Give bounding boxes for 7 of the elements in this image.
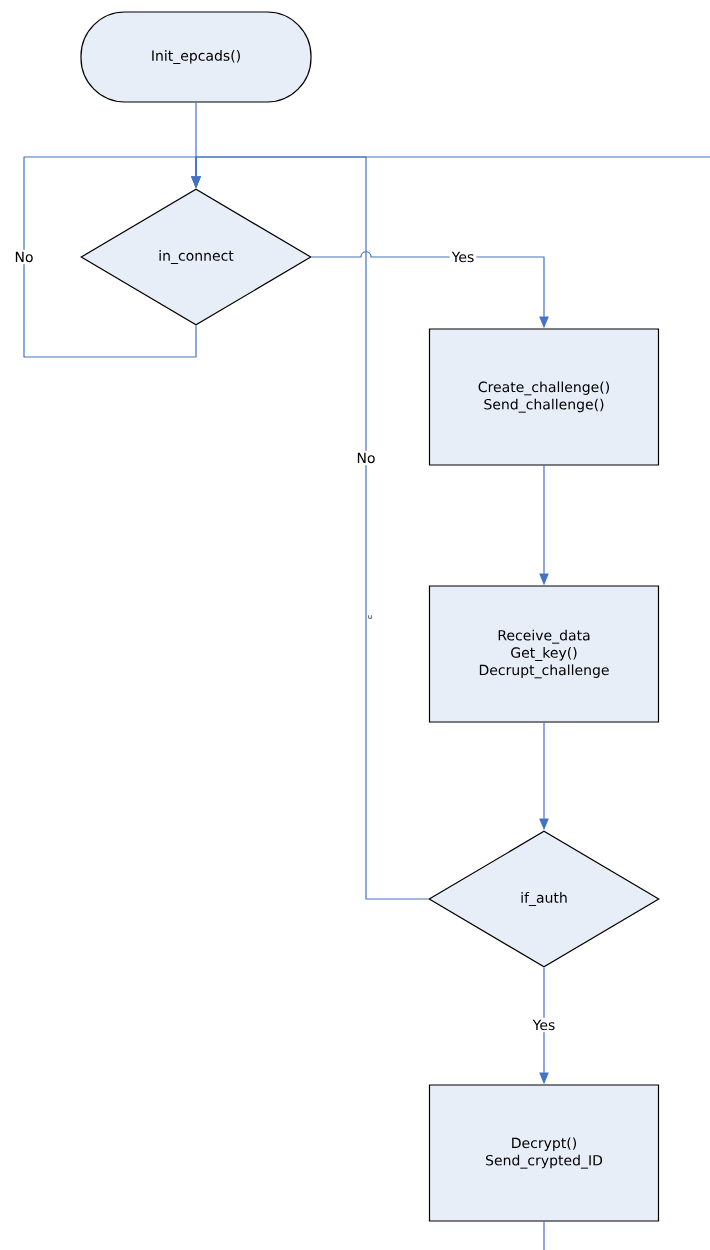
edge-label: Yes [530,1017,558,1033]
process-box: Create_challenge() Send_challenge() [428,328,660,466]
edge-label: No [354,450,378,466]
process-box: Receive_data Get_key() Decrupt_challenge [428,585,660,723]
edge-label: Yes [449,249,477,265]
process-box: Decrypt() Send_crypted_ID [428,1084,660,1222]
edge-label: No [12,249,36,265]
